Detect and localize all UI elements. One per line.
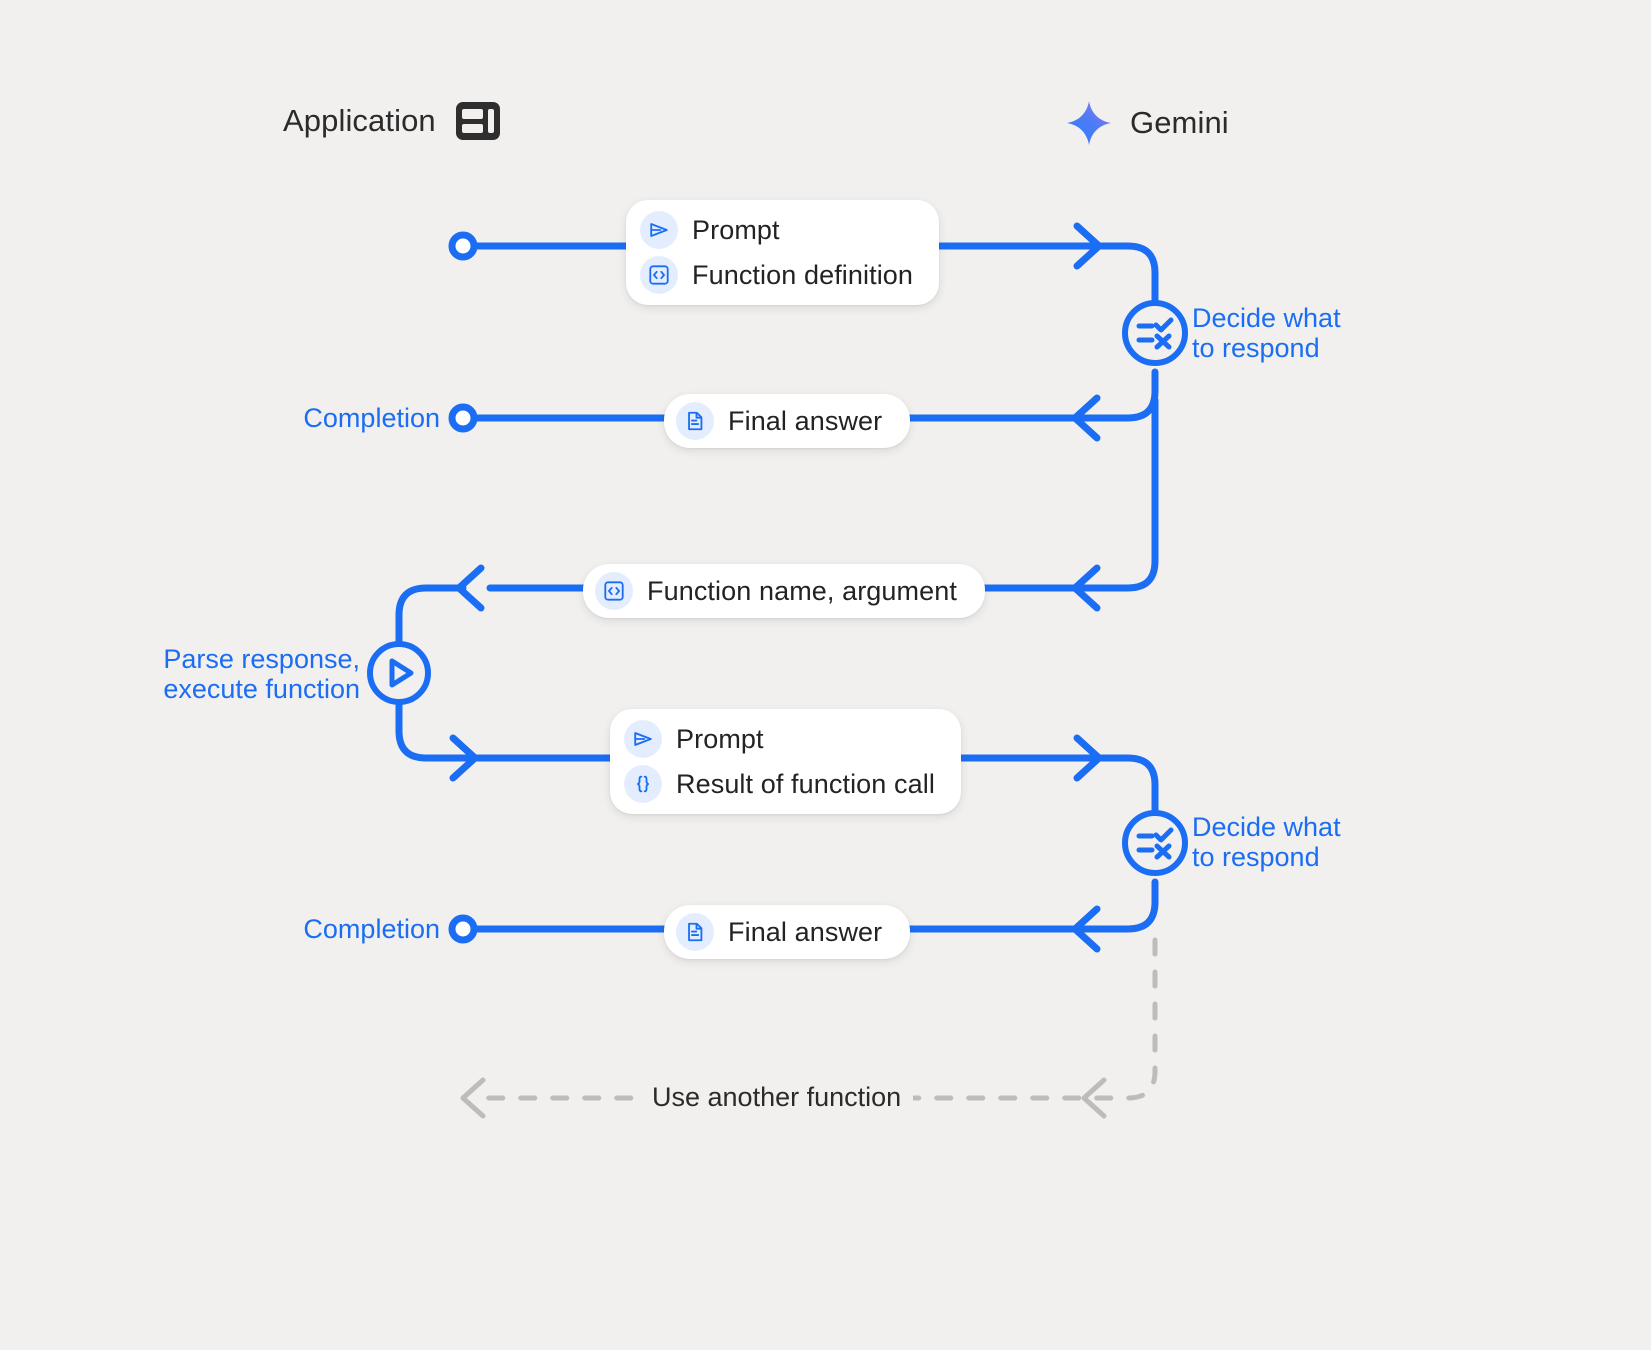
arrowhead-to-app-1 [1071, 394, 1101, 442]
card-row-label: Function name, argument [647, 575, 957, 606]
wire-decision1-to-completion1 [459, 368, 1159, 422]
send-triangle-icon [640, 211, 678, 249]
annotation-decide-2: Decide what to respond [1192, 812, 1341, 873]
arrowhead-to-app-2 [1071, 564, 1101, 612]
annotation-completion-2: Completion [303, 914, 440, 944]
annotation-loop-back: Use another function [640, 1082, 914, 1113]
message-card-final-answer-2[interactable]: Final answer [664, 905, 911, 959]
wire-decision1-to-functioncall [486, 396, 1159, 592]
wire-loop-back-dashed [469, 937, 1158, 1101]
card-row: Result of function call [624, 765, 935, 803]
curly-braces-icon [624, 765, 662, 803]
card-row-label: Final answer [728, 405, 883, 436]
play-circle-icon [367, 641, 431, 705]
card-row: Function name, argument [595, 572, 957, 610]
document-icon [676, 913, 714, 951]
completion-dot-icon-2 [448, 914, 478, 944]
rule-check-cross-icon-1 [1122, 300, 1188, 366]
completion-dot-icon-1 [448, 403, 478, 433]
card-row-label: Prompt [676, 723, 764, 754]
card-row-label: Prompt [692, 214, 780, 245]
code-brackets-square-icon [595, 572, 633, 610]
card-row: Prompt [624, 720, 935, 758]
gemini-sparkle-icon [1066, 100, 1112, 146]
card-row-label: Result of function call [676, 768, 935, 799]
lane-label-gemini: Gemini [1130, 105, 1229, 140]
card-row-label: Final answer [728, 916, 883, 947]
wire-prompt-to-gemini [459, 242, 1159, 316]
card-row: Function definition [640, 256, 913, 294]
message-card-prompt-result-of-function-call[interactable]: Prompt Result of function call [610, 709, 961, 814]
lane-header-application: Application [283, 100, 502, 142]
send-triangle-icon [624, 720, 662, 758]
code-brackets-square-icon [640, 256, 678, 294]
start-dot-icon [448, 231, 478, 261]
lane-header-gemini: Gemini [1066, 100, 1229, 146]
arrowhead-to-app-3 [1071, 905, 1101, 953]
arrowhead-loopback-gemini [1081, 1077, 1107, 1119]
message-card-function-name-argument[interactable]: Function name, argument [583, 564, 985, 618]
message-card-final-answer-1[interactable]: Final answer [664, 394, 911, 448]
lane-label-application: Application [283, 103, 436, 138]
message-card-prompt-function-definition[interactable]: Prompt Function definition [626, 200, 940, 305]
card-row-label: Function definition [692, 259, 914, 290]
wire-decision2-to-completion2 [459, 878, 1159, 933]
annotation-parse-execute: Parse response, execute function [163, 644, 360, 705]
card-row: Prompt [640, 211, 913, 249]
annotation-decide-1: Decide what to respond [1192, 303, 1341, 364]
dashboard-layout-icon [454, 100, 502, 142]
rule-check-cross-icon-2 [1122, 810, 1188, 876]
arrowhead-out-applane-1 [449, 734, 479, 782]
card-row: Final answer [676, 402, 882, 440]
document-icon [676, 402, 714, 440]
arrowhead-to-gemini-1 [1073, 222, 1103, 270]
arrowhead-into-applane-1 [455, 564, 485, 612]
arrowhead-to-gemini-2 [1073, 734, 1103, 782]
wire-functioncall-to-execute [395, 584, 467, 648]
card-row: Final answer [676, 913, 882, 951]
annotation-completion-1: Completion [303, 403, 440, 433]
arrowhead-loopback-app [460, 1077, 486, 1119]
